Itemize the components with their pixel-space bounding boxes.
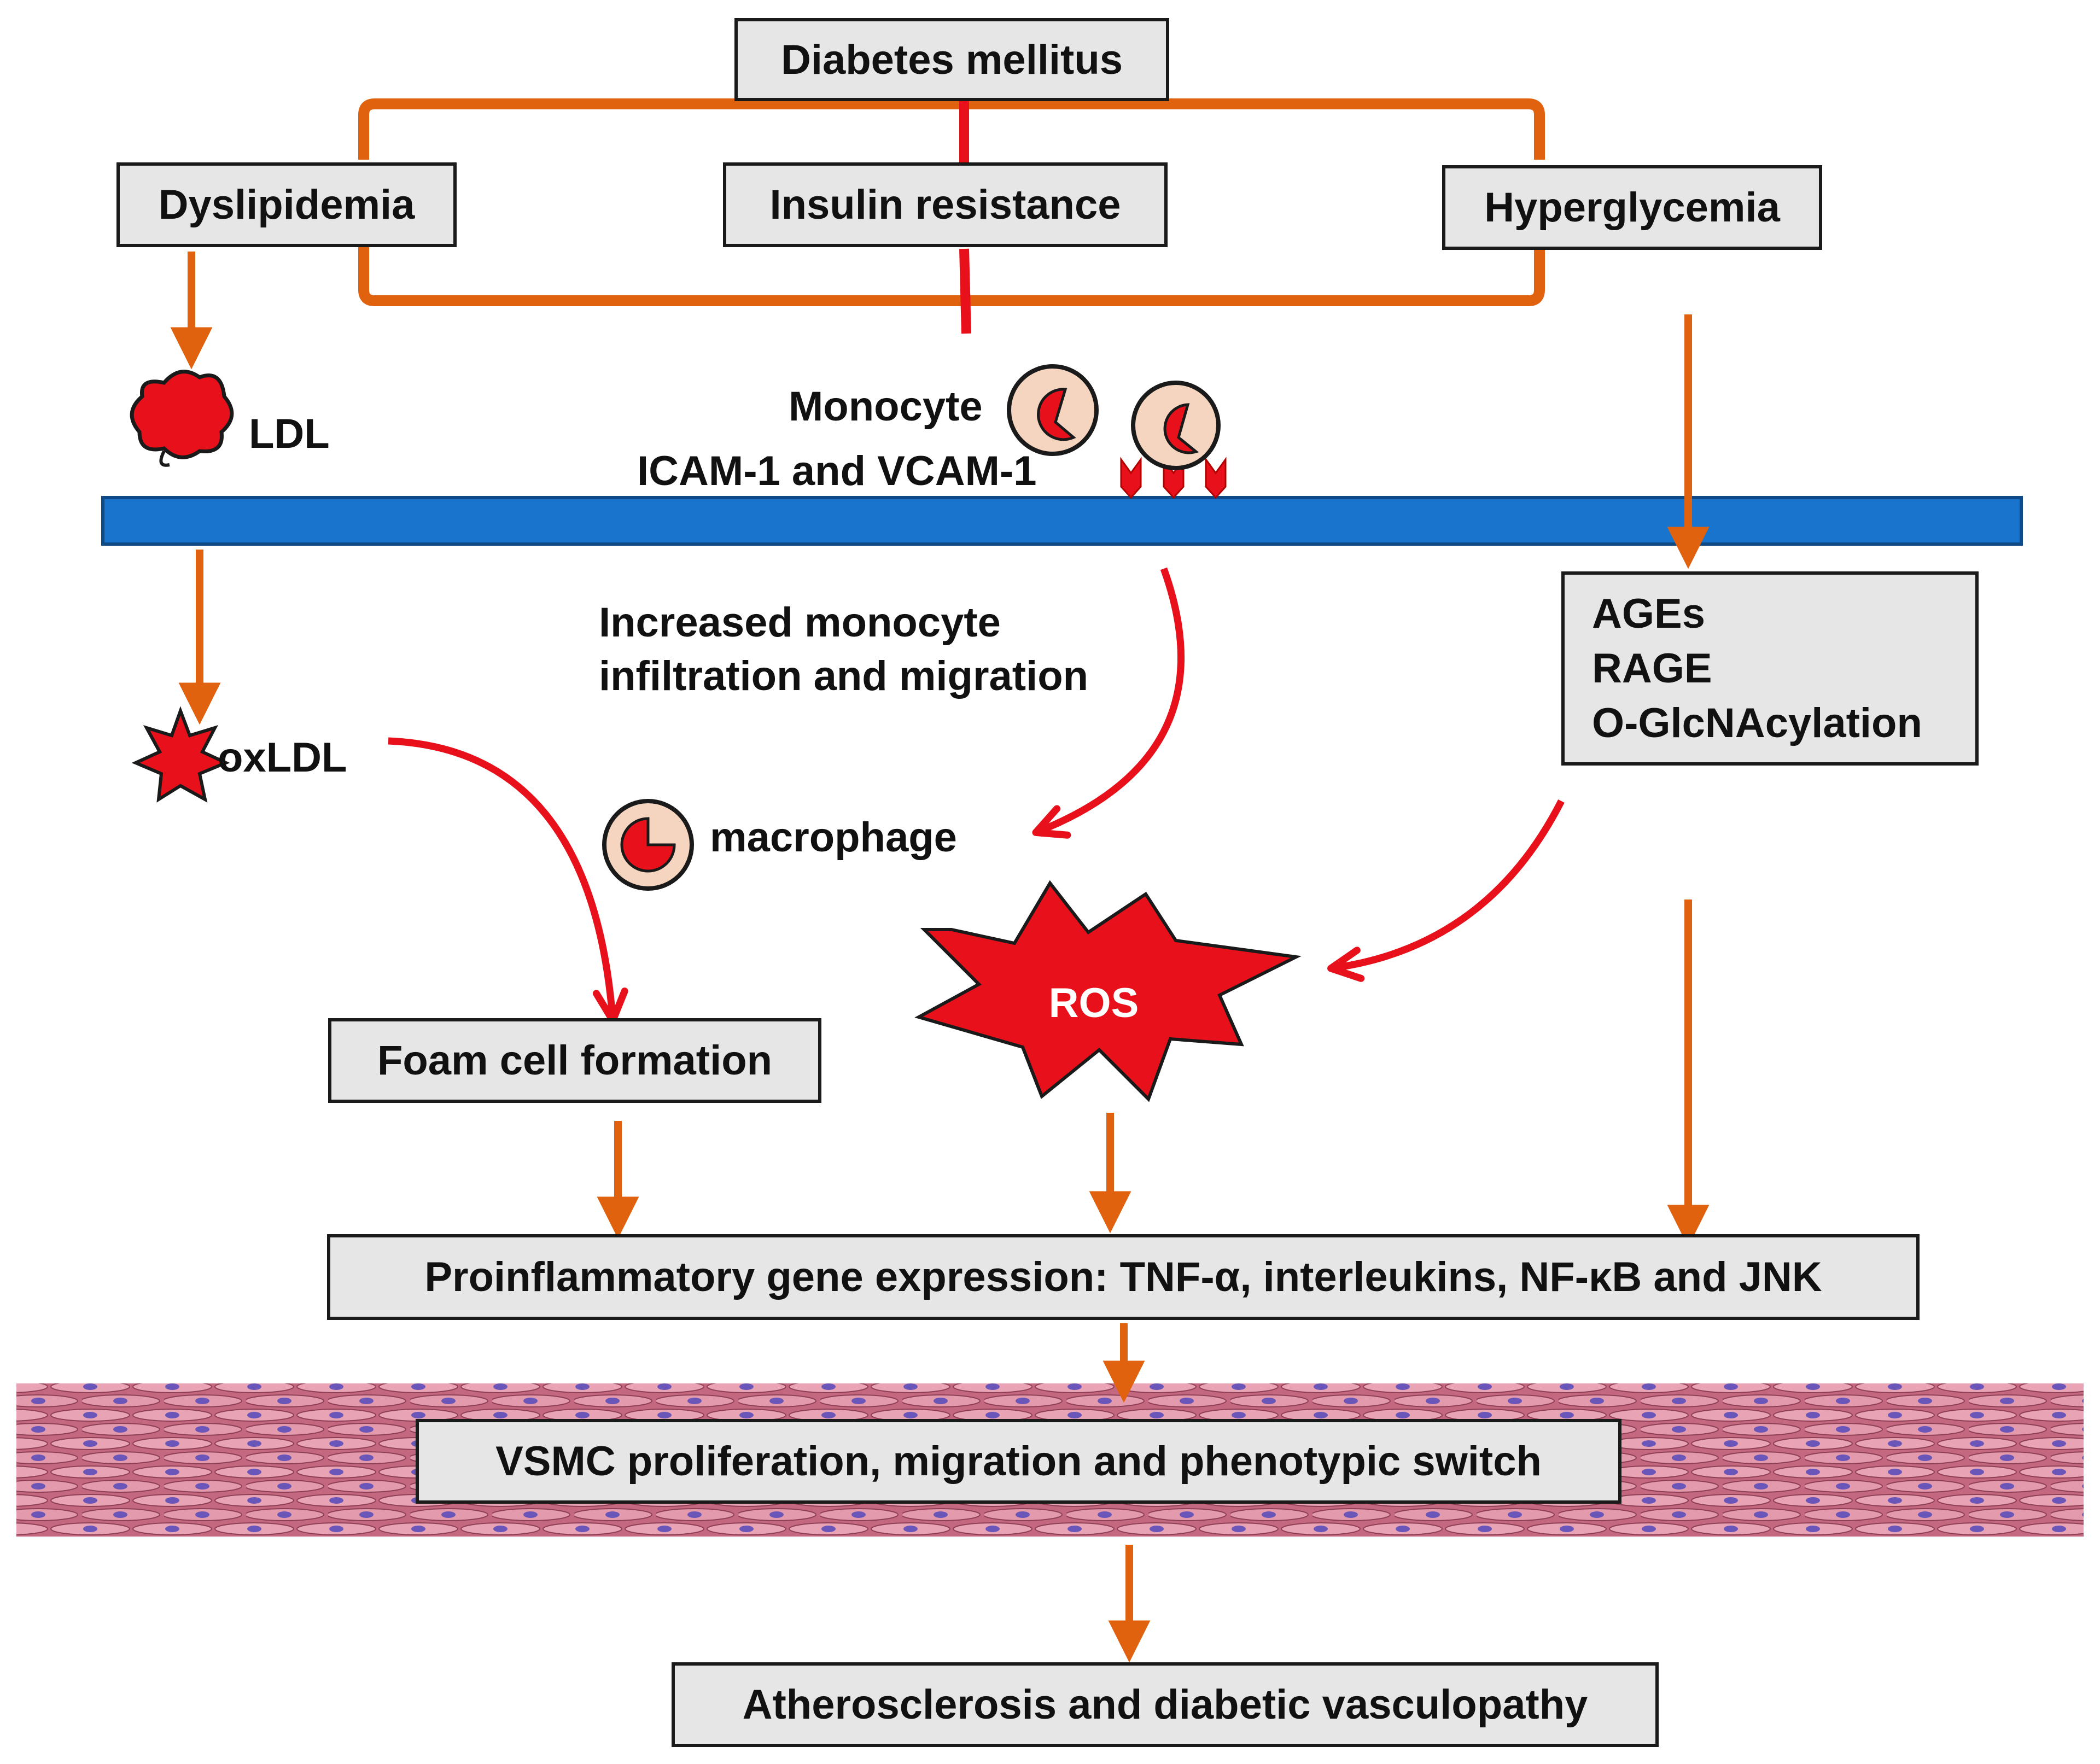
- oxldl-label: oxLDL: [218, 734, 347, 781]
- arrow-oxldl-foam: [388, 737, 628, 1024]
- macrophage-icon: [602, 799, 694, 891]
- arrow-membrane-macrophage: [1032, 567, 1185, 839]
- ages-label: AGEs: [1592, 590, 1705, 637]
- foam-cell-box: Foam cell formation: [328, 1018, 821, 1103]
- ros-label: ROS: [1049, 980, 1139, 1026]
- oxldl-star-icon: [131, 706, 230, 803]
- endothelium-membrane: [101, 496, 2023, 546]
- macrophage-label: macrophage: [710, 814, 957, 861]
- icam-vcam-label: ICAM-1 and VCAM-1: [637, 448, 1037, 494]
- dyslipidemia-box: Dyslipidemia: [116, 162, 457, 247]
- rage-label: RAGE: [1592, 645, 1712, 692]
- infiltration-line2: infiltration and migration: [599, 653, 1089, 699]
- monocyte-label: Monocyte: [789, 383, 983, 430]
- bracket-bottom: [358, 246, 1545, 306]
- ros-burst-icon: [914, 880, 1302, 1102]
- monocyte-icon: [1007, 364, 1099, 456]
- infiltration-line1: Increased monocyte: [599, 599, 1001, 646]
- receptor-icon: [1120, 457, 1142, 499]
- ldl-label: LDL: [249, 411, 330, 457]
- hyperglycemia-box: Hyperglycemia: [1442, 165, 1822, 250]
- ldl-particle-icon: [130, 370, 234, 467]
- arrow-ages-ros: [1327, 799, 1565, 982]
- vsmc-box: VSMC proliferation, migration and phenot…: [416, 1419, 1621, 1504]
- outcome-box: Atherosclerosis and diabetic vasculopath…: [672, 1662, 1659, 1747]
- monocyte-adhering-icon: [1131, 381, 1221, 470]
- infiltration-label: Increased monocyte infiltration and migr…: [599, 596, 1088, 703]
- proinflammatory-box: Proinflammatory gene expression: TNF-α, …: [327, 1234, 1920, 1320]
- connector-insulin-monocyte: [959, 248, 971, 334]
- diabetes-mellitus-box: Diabetes mellitus: [734, 18, 1169, 101]
- receptor-icon: [1205, 457, 1227, 499]
- insulin-resistance-box: Insulin resistance: [723, 162, 1168, 247]
- adhesion-receptors: [1120, 457, 1227, 499]
- oglcnac-label: O-GlcNAcylation: [1592, 699, 1922, 746]
- bracket-top: [358, 98, 1545, 160]
- ages-rage-box: AGEs RAGE O-GlcNAcylation: [1561, 571, 1979, 766]
